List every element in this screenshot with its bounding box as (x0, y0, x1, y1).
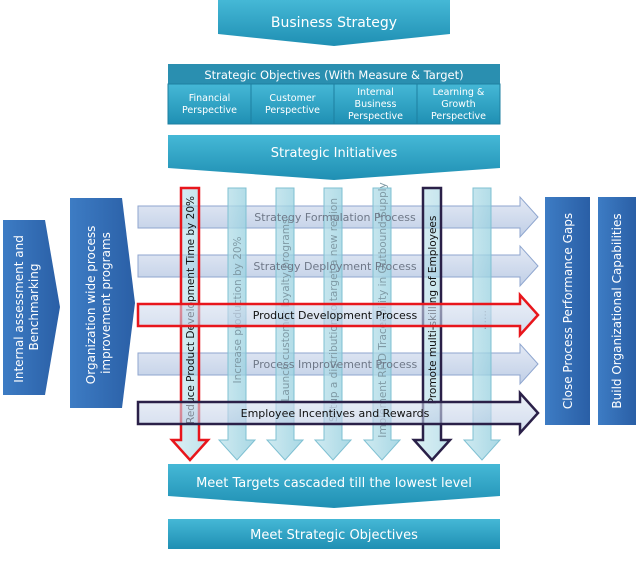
objectives-title: Strategic Objectives (With Measure & Tar… (204, 68, 463, 82)
meet-targets-box: Meet Targets cascaded till the lowest le… (168, 464, 500, 508)
business-strategy-label: Business Strategy (271, 15, 397, 31)
improvement-line-2: improvement programs (99, 232, 113, 374)
process-arrow (136, 291, 540, 339)
perspective-cell (250, 83, 335, 125)
assessment-line-1: Internal assessment and (12, 235, 26, 383)
meet-targets-label: Meet Targets cascaded till the lowest le… (196, 476, 472, 491)
close-gaps-box: Close Process Performance Gaps (545, 197, 590, 425)
strategic-initiatives-box: Strategic Initiatives (168, 135, 500, 180)
perspective-cell (333, 83, 418, 125)
svg-text:Internal assessment and: Internal assessment and Benchmarking (12, 231, 41, 382)
process-label: Strategy Formulation Process (254, 211, 416, 224)
meet-objectives-box: Meet Strategic Objectives (168, 519, 500, 549)
improvement-line-1: Organization wide process (84, 226, 98, 385)
build-capabilities-label: Build Organizational Capabilities (610, 213, 624, 408)
meet-objectives-label: Meet Strategic Objectives (250, 528, 418, 543)
business-strategy-box: Business Strategy (218, 0, 450, 46)
process-label: Strategy Deployment Process (253, 260, 416, 273)
perspective-cell (416, 83, 501, 125)
internal-assessment-arrow: Internal assessment and Benchmarking (3, 220, 60, 395)
build-capabilities-box: Build Organizational Capabilities (598, 197, 636, 425)
close-gaps-label: Close Process Performance Gaps (561, 213, 575, 409)
process-label: Process Improvement Process (253, 358, 418, 371)
process-improvement-programs-arrow: Organization wide process improvement pr… (70, 198, 135, 408)
assessment-line-2: Benchmarking (27, 264, 41, 351)
strategic-objectives-box: Strategic Objectives (With Measure & Tar… (167, 64, 501, 125)
svg-text:Organization wide process: Organization wide process improvement pr… (84, 222, 113, 384)
perspective-cell (167, 83, 252, 125)
process-label: Product Development Process (253, 309, 418, 322)
strategic-initiatives-label: Strategic Initiatives (271, 146, 398, 161)
process-label: Employee Incentives and Rewards (241, 407, 430, 420)
process-arrow (136, 389, 540, 437)
